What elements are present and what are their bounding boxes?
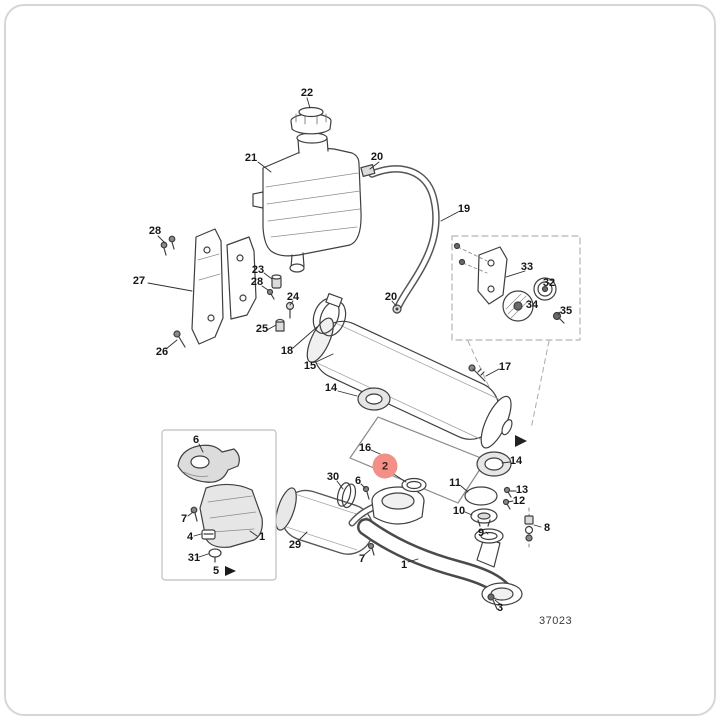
bolt-3 xyxy=(487,593,495,601)
small-fittings xyxy=(266,274,295,332)
thermostat-stack xyxy=(464,486,534,544)
callout-1: 1 xyxy=(258,531,266,543)
callout-28: 28 xyxy=(148,225,162,237)
callout-11: 11 xyxy=(449,477,461,489)
callout-32: 32 xyxy=(542,277,556,289)
bolt-7-lower xyxy=(367,542,375,556)
callout-28: 28 xyxy=(250,276,264,288)
manifold-riser xyxy=(476,537,501,568)
bolt-7 xyxy=(190,506,198,514)
seal-ring-right xyxy=(476,451,512,477)
callout-27: 27 xyxy=(132,275,146,287)
bolt-13 xyxy=(503,486,511,494)
callout-25: 25 xyxy=(255,323,269,335)
leader-lines xyxy=(147,97,561,606)
diagram-number: 37023 xyxy=(539,615,573,627)
callout-16: 16 xyxy=(358,442,372,454)
callout-5: 5 xyxy=(212,565,220,577)
screw-28 xyxy=(266,288,274,296)
callout-8: 8 xyxy=(543,522,551,534)
callout-9: 9 xyxy=(477,527,485,539)
hose-clamp-18 xyxy=(312,292,347,337)
callout-34: 34 xyxy=(525,299,539,311)
gasket-sheet xyxy=(349,416,487,504)
exhaust-manifold-assembly xyxy=(357,518,523,610)
callout-31: 31 xyxy=(187,552,201,564)
heat-exchanger-tube xyxy=(306,317,527,449)
callout-1: 1 xyxy=(400,559,408,571)
callout-13: 13 xyxy=(515,484,529,496)
callout-20: 20 xyxy=(384,291,398,303)
bolt-26 xyxy=(173,330,186,348)
callout-23: 23 xyxy=(251,264,265,276)
callout-12: 12 xyxy=(512,495,526,507)
bracket-33 xyxy=(477,246,508,305)
lower-hose xyxy=(275,487,374,555)
callout-10: 10 xyxy=(452,505,466,517)
bracket-screws xyxy=(160,235,176,256)
callout-19: 19 xyxy=(457,203,471,215)
callout-15: 15 xyxy=(303,360,317,372)
callout-7: 7 xyxy=(180,513,188,525)
callout-30: 30 xyxy=(326,471,340,483)
inset-right xyxy=(451,235,581,341)
seal-ring-left xyxy=(357,387,391,411)
callout-3: 3 xyxy=(496,602,504,614)
coolant-reservoir-tank xyxy=(252,132,362,273)
pressure-cap xyxy=(290,106,332,135)
callout-22: 22 xyxy=(300,87,314,99)
callout-17: 17 xyxy=(498,361,512,373)
callout-4: 4 xyxy=(186,531,194,543)
callout-18: 18 xyxy=(280,345,294,357)
callout-33: 33 xyxy=(520,261,534,273)
inset-left xyxy=(161,429,277,581)
callout-21: 21 xyxy=(244,152,258,164)
callout-24: 24 xyxy=(286,291,300,303)
mounting-bracket xyxy=(191,228,257,345)
thermostat-housing xyxy=(348,477,427,527)
inset-right-box xyxy=(451,235,581,341)
callout-6: 6 xyxy=(192,434,200,446)
flow-arrow-icon xyxy=(515,435,527,447)
upper-coolant-hose xyxy=(360,164,440,314)
hose-clamp-30 xyxy=(336,482,357,509)
callout-29: 29 xyxy=(288,539,302,551)
fitting-8 xyxy=(524,515,534,525)
callout-14: 14 xyxy=(509,455,523,467)
bolt-17 xyxy=(468,364,486,382)
callout-6: 6 xyxy=(354,475,362,487)
callout-26: 26 xyxy=(155,346,169,358)
callout-7: 7 xyxy=(358,553,366,565)
callout-35: 35 xyxy=(559,305,573,317)
callout-20: 20 xyxy=(370,151,384,163)
direction-arrow-icon xyxy=(225,566,236,576)
callout-2-highlighted: 2 xyxy=(372,453,398,479)
callout-14: 14 xyxy=(324,382,338,394)
